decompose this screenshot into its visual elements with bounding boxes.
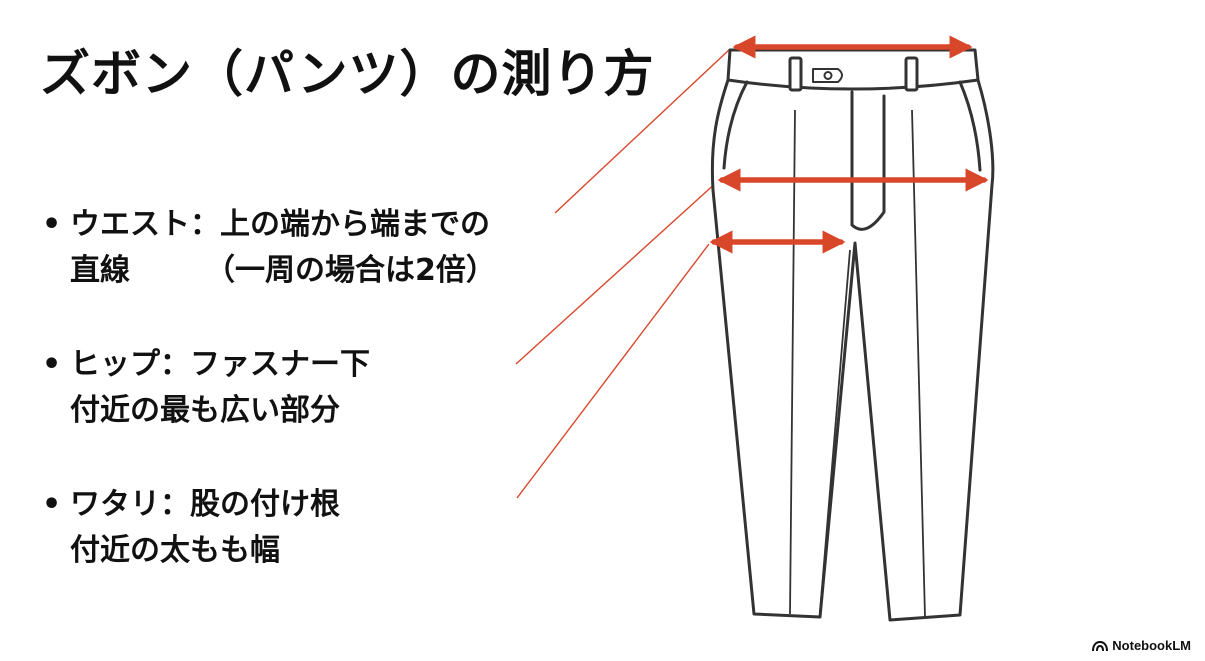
pants-drawing bbox=[710, 48, 995, 622]
bullet-hip-line1: ヒップ：ファスナー下 bbox=[70, 347, 370, 382]
crease-right bbox=[911, 109, 926, 618]
bullet-dot: • bbox=[42, 487, 62, 522]
notebooklm-logo-icon bbox=[1092, 640, 1109, 651]
watari-leader-line bbox=[516, 243, 710, 499]
bullet-dot: • bbox=[42, 347, 62, 382]
pants-outline bbox=[710, 48, 995, 622]
crease-left bbox=[789, 109, 796, 615]
waistband bbox=[726, 78, 980, 91]
fly-stitch bbox=[850, 90, 886, 231]
measurement-arrows bbox=[709, 35, 989, 254]
hip-leader-line bbox=[515, 180, 719, 365]
waist-leader-line bbox=[554, 48, 731, 214]
bullet-watari-line2: 付近の太もも幅 bbox=[70, 533, 280, 568]
bullet-waist: •ウエスト：上の端から端までの 直線 （一周の場合は2倍） bbox=[42, 202, 496, 294]
pocket-right bbox=[958, 80, 982, 172]
button-icon bbox=[823, 71, 833, 80]
bullet-hip-line2: 付近の最も広い部分 bbox=[70, 393, 340, 428]
brand-label: NotebookLM bbox=[1112, 638, 1191, 653]
brand-watermark: NotebookLM bbox=[1092, 638, 1191, 653]
belt-loop-left bbox=[788, 56, 803, 92]
bullet-waist-line1: ウエスト：上の端から端までの bbox=[70, 207, 490, 242]
pocket-left bbox=[722, 80, 749, 170]
bullet-waist-line2: 直線 （一周の場合は2倍） bbox=[70, 253, 496, 288]
bullet-hip: •ヒップ：ファスナー下 付近の最も広い部分 bbox=[42, 342, 370, 434]
crease-left-inner bbox=[819, 249, 851, 613]
leader-lines bbox=[515, 48, 731, 499]
bullet-watari: •ワタリ：股の付け根 付近の太もも幅 bbox=[42, 482, 340, 574]
page-title: ズボン（パンツ）の測り方 bbox=[40, 45, 655, 103]
bullet-watari-line1: ワタリ：股の付け根 bbox=[70, 487, 340, 522]
bullet-dot: • bbox=[42, 207, 62, 242]
crease-lines bbox=[789, 109, 926, 618]
belt-loop-right bbox=[904, 56, 919, 92]
